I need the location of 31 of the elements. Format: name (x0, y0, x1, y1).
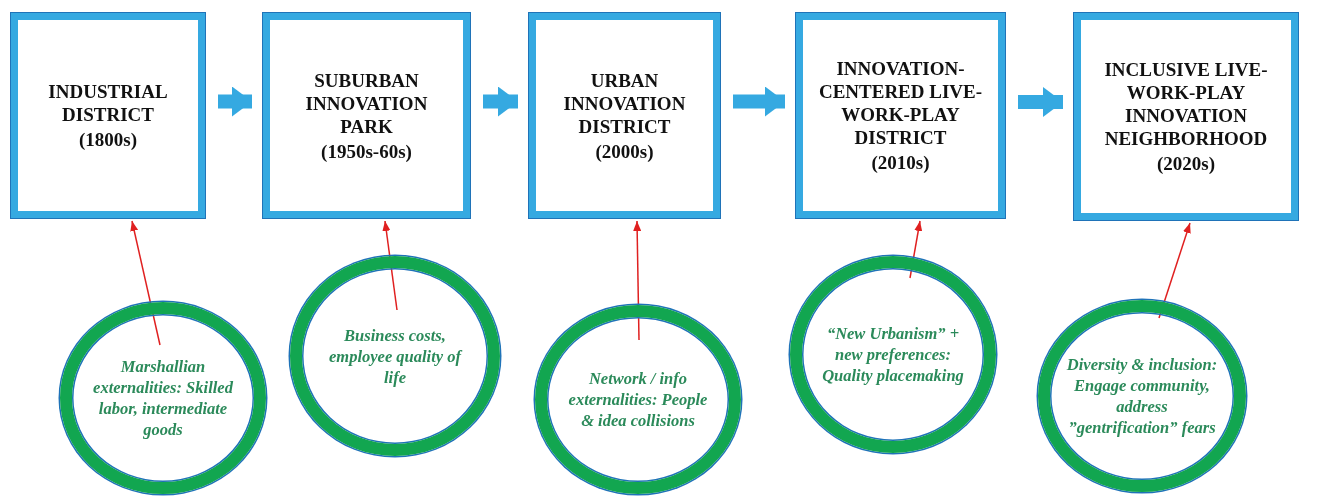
arrow (130, 220, 161, 346)
stage-title: INNOVATION-CENTERED LIVE-WORK-PLAY DISTRICT (817, 57, 984, 149)
stage-period: (1950s-60s) (321, 139, 412, 163)
factor-text: Marshallian externalities: Skilled labor, intermediate goods (92, 356, 234, 440)
stage-period: (2020s) (1156, 152, 1216, 175)
stage-title: SUBURBAN INNOVATION PARK (304, 68, 429, 138)
stage-box (1073, 12, 1299, 221)
factor-text: Network / info externalities: People & idea collisions (567, 368, 709, 431)
block-arrow (218, 86, 252, 117)
stage-period: (1800s) (78, 128, 138, 151)
factor-text: Diversity & inclusion: Engage community, address ”gentrification” fears (1065, 354, 1219, 438)
stage-box (795, 12, 1006, 219)
stage-period: (2010s) (871, 151, 930, 174)
factor-text: “New Urbanism” + new preferences: Quality placemaking (821, 323, 965, 386)
stage-title: URBAN INNOVATION DISTRICT (562, 68, 687, 138)
factor-circle (290, 256, 500, 456)
factor-circle (535, 305, 741, 494)
factor-circle (60, 302, 266, 494)
stage-title: INDUSTRIAL DISTRICT (47, 80, 169, 126)
arrow (633, 220, 642, 341)
factor-text: Business costs, employee quality of life (328, 324, 464, 388)
stage-box (10, 12, 206, 219)
factor-circle (790, 256, 996, 453)
block-arrow (1018, 87, 1063, 117)
stage-box (528, 12, 721, 219)
block-arrow (733, 86, 785, 117)
stage-box (262, 12, 471, 219)
block-arrow (483, 86, 518, 117)
factor-circle (1038, 300, 1246, 492)
stage-title: INCLUSIVE LIVE-WORK-PLAY INNOVATION NEIGHBORHOOD (1103, 58, 1269, 150)
stage-period: (2000s) (595, 139, 654, 163)
